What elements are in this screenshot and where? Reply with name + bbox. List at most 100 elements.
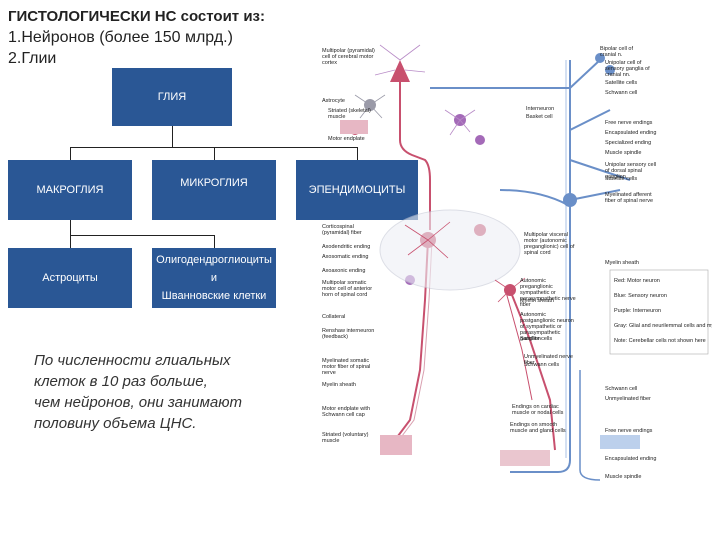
legend-item-4: Note: Cerebellar cells not shown here [614,338,706,344]
corticospinal-axon [399,80,431,230]
connector-ependyma [357,147,358,160]
center-labels-8: Schwann cells [524,362,559,368]
anterior-horn-dendrites [404,221,451,259]
astrocytes-box: Астроциты [8,248,132,308]
spinal-cord-gray [379,209,521,291]
glia-box: ГЛИЯ [112,68,232,126]
bipolar-cell [595,53,605,63]
note-line-1: По численности глиальных [34,352,231,369]
legend-item-0: Red: Motor neuron [614,278,660,284]
title-line-1: ГИСТОЛОГИЧЕСКИ НС состоит из: [8,8,265,25]
note-line-2: клеток в 10 раз больше, [34,373,208,390]
left-labels-12: Myelin sheath [322,382,356,388]
sensory-branch-c [569,189,621,201]
ependyma-box: ЭПЕНДИМОЦИТЫ [296,160,418,220]
left-labels-1: Astrocyte [322,98,345,104]
autonomic-fiber-2 [505,291,533,401]
basket-cell [475,135,485,145]
right-labels-12: Schwann cell [605,386,637,392]
cell-bodies [350,53,615,296]
connector-level2-horizontal [70,235,214,236]
connector-macro-down [70,220,71,236]
oligo-label-2: и [210,272,218,284]
left-labels-3: Motor endplate [328,136,365,142]
dorsal-root [499,189,569,206]
right-labels-15: Encapsulated ending [605,456,656,462]
note-line-4: половину объема ЦНС. [34,415,197,432]
right-labels-7: Muscle spindle [605,150,641,156]
ganglion-dendrites [494,277,526,303]
left-labels-0: Multipolar (pyramidal)cell of cerebral m… [322,48,375,66]
right-labels-16: Muscle spindle [605,474,641,480]
right-labels-6: Specialized ending [605,140,651,146]
macroglia-box: МАКРОГЛИЯ [8,160,132,220]
legend-item-3: Gray: Glial and neurilemmal cells and my… [614,323,712,329]
right-labels-4: Free nerve endings [605,120,653,126]
connector-oligo [214,235,215,248]
right-labels-2: Satellite cells [605,80,637,86]
muscles [340,120,640,466]
left-labels-4: Corticospinal(pyramidal) fiber [322,224,362,236]
sensory-branch-a [569,109,611,131]
legend-item-1: Blue: Sensory neuron [614,293,667,299]
center-labels-1: Basket cell [526,114,553,120]
interneuron-processes [444,109,476,136]
left-labels-10: Renshaw interneuron(feedback) [322,328,374,340]
autonomic-fiber [509,289,556,451]
sensory-axon [510,60,571,473]
right-labels-3: Schwann cell [605,90,637,96]
right-labels-13: Unmyelinated fiber [605,396,651,402]
legend-item-2: Purple: Interneuron [614,308,661,314]
connector-macroglia [70,147,71,160]
microglia-label: МИКРОГЛИЯ [180,177,248,189]
page-title: ГИСТОЛОГИЧЕСКИ НС состоит из: 1.Нейронов… [8,6,265,69]
microglia-box: МИКРОГЛИЯ [152,160,276,220]
right-labels-14: Free nerve endings [605,428,653,434]
macroglia-label: МАКРОГЛИЯ [36,184,104,196]
pyramidal-cell [390,60,410,82]
left-labels-9: Collateral [322,314,345,320]
connector-microglia [214,147,215,160]
dendrites [354,44,526,303]
connector-glia-down [172,126,173,148]
lower-muscle [380,435,412,455]
oligo-label-3: Шванновские клетки [161,290,267,302]
title-line-2: 1.Нейронов (более 150 млрд.) [8,29,233,46]
right-labels-11: Myelin sheath [605,260,639,266]
connector-astro [70,235,71,248]
sensory-branch-b [569,159,631,181]
left-labels-6: Axosomatic ending [322,254,368,260]
astrocytes-label: Астроциты [42,272,98,284]
left-labels-14: Striated (voluntary)muscle [322,432,369,444]
sensory-top-branch [430,59,601,89]
left-labels-5: Axodendritic ending [322,244,370,250]
glia-note: По численности глиальных клеток в 10 раз… [34,350,314,434]
lower-sensory [579,370,601,481]
center-labels-4: Myelin sheath [520,298,554,304]
smooth-muscle [500,450,550,466]
note-line-3: чем нейронов, они занимают [34,394,243,411]
pyramidal-dendrites [374,44,426,76]
ependyma-label: ЭПЕНДИМОЦИТЫ [308,184,406,196]
dorsal-ganglion-cell [563,193,577,207]
legend-frame [609,269,709,355]
oligodendrocytes-box: Олигодендроглиоциты и Шванновские клетки [152,248,276,308]
glia-label: ГЛИЯ [157,91,187,103]
center-labels-0: Interneuron [526,106,554,112]
neuron-illustration: Multipolar (pyramidal)cell of cerebral m… [322,44,712,481]
center-labels-6: Satellite cells [520,336,552,342]
